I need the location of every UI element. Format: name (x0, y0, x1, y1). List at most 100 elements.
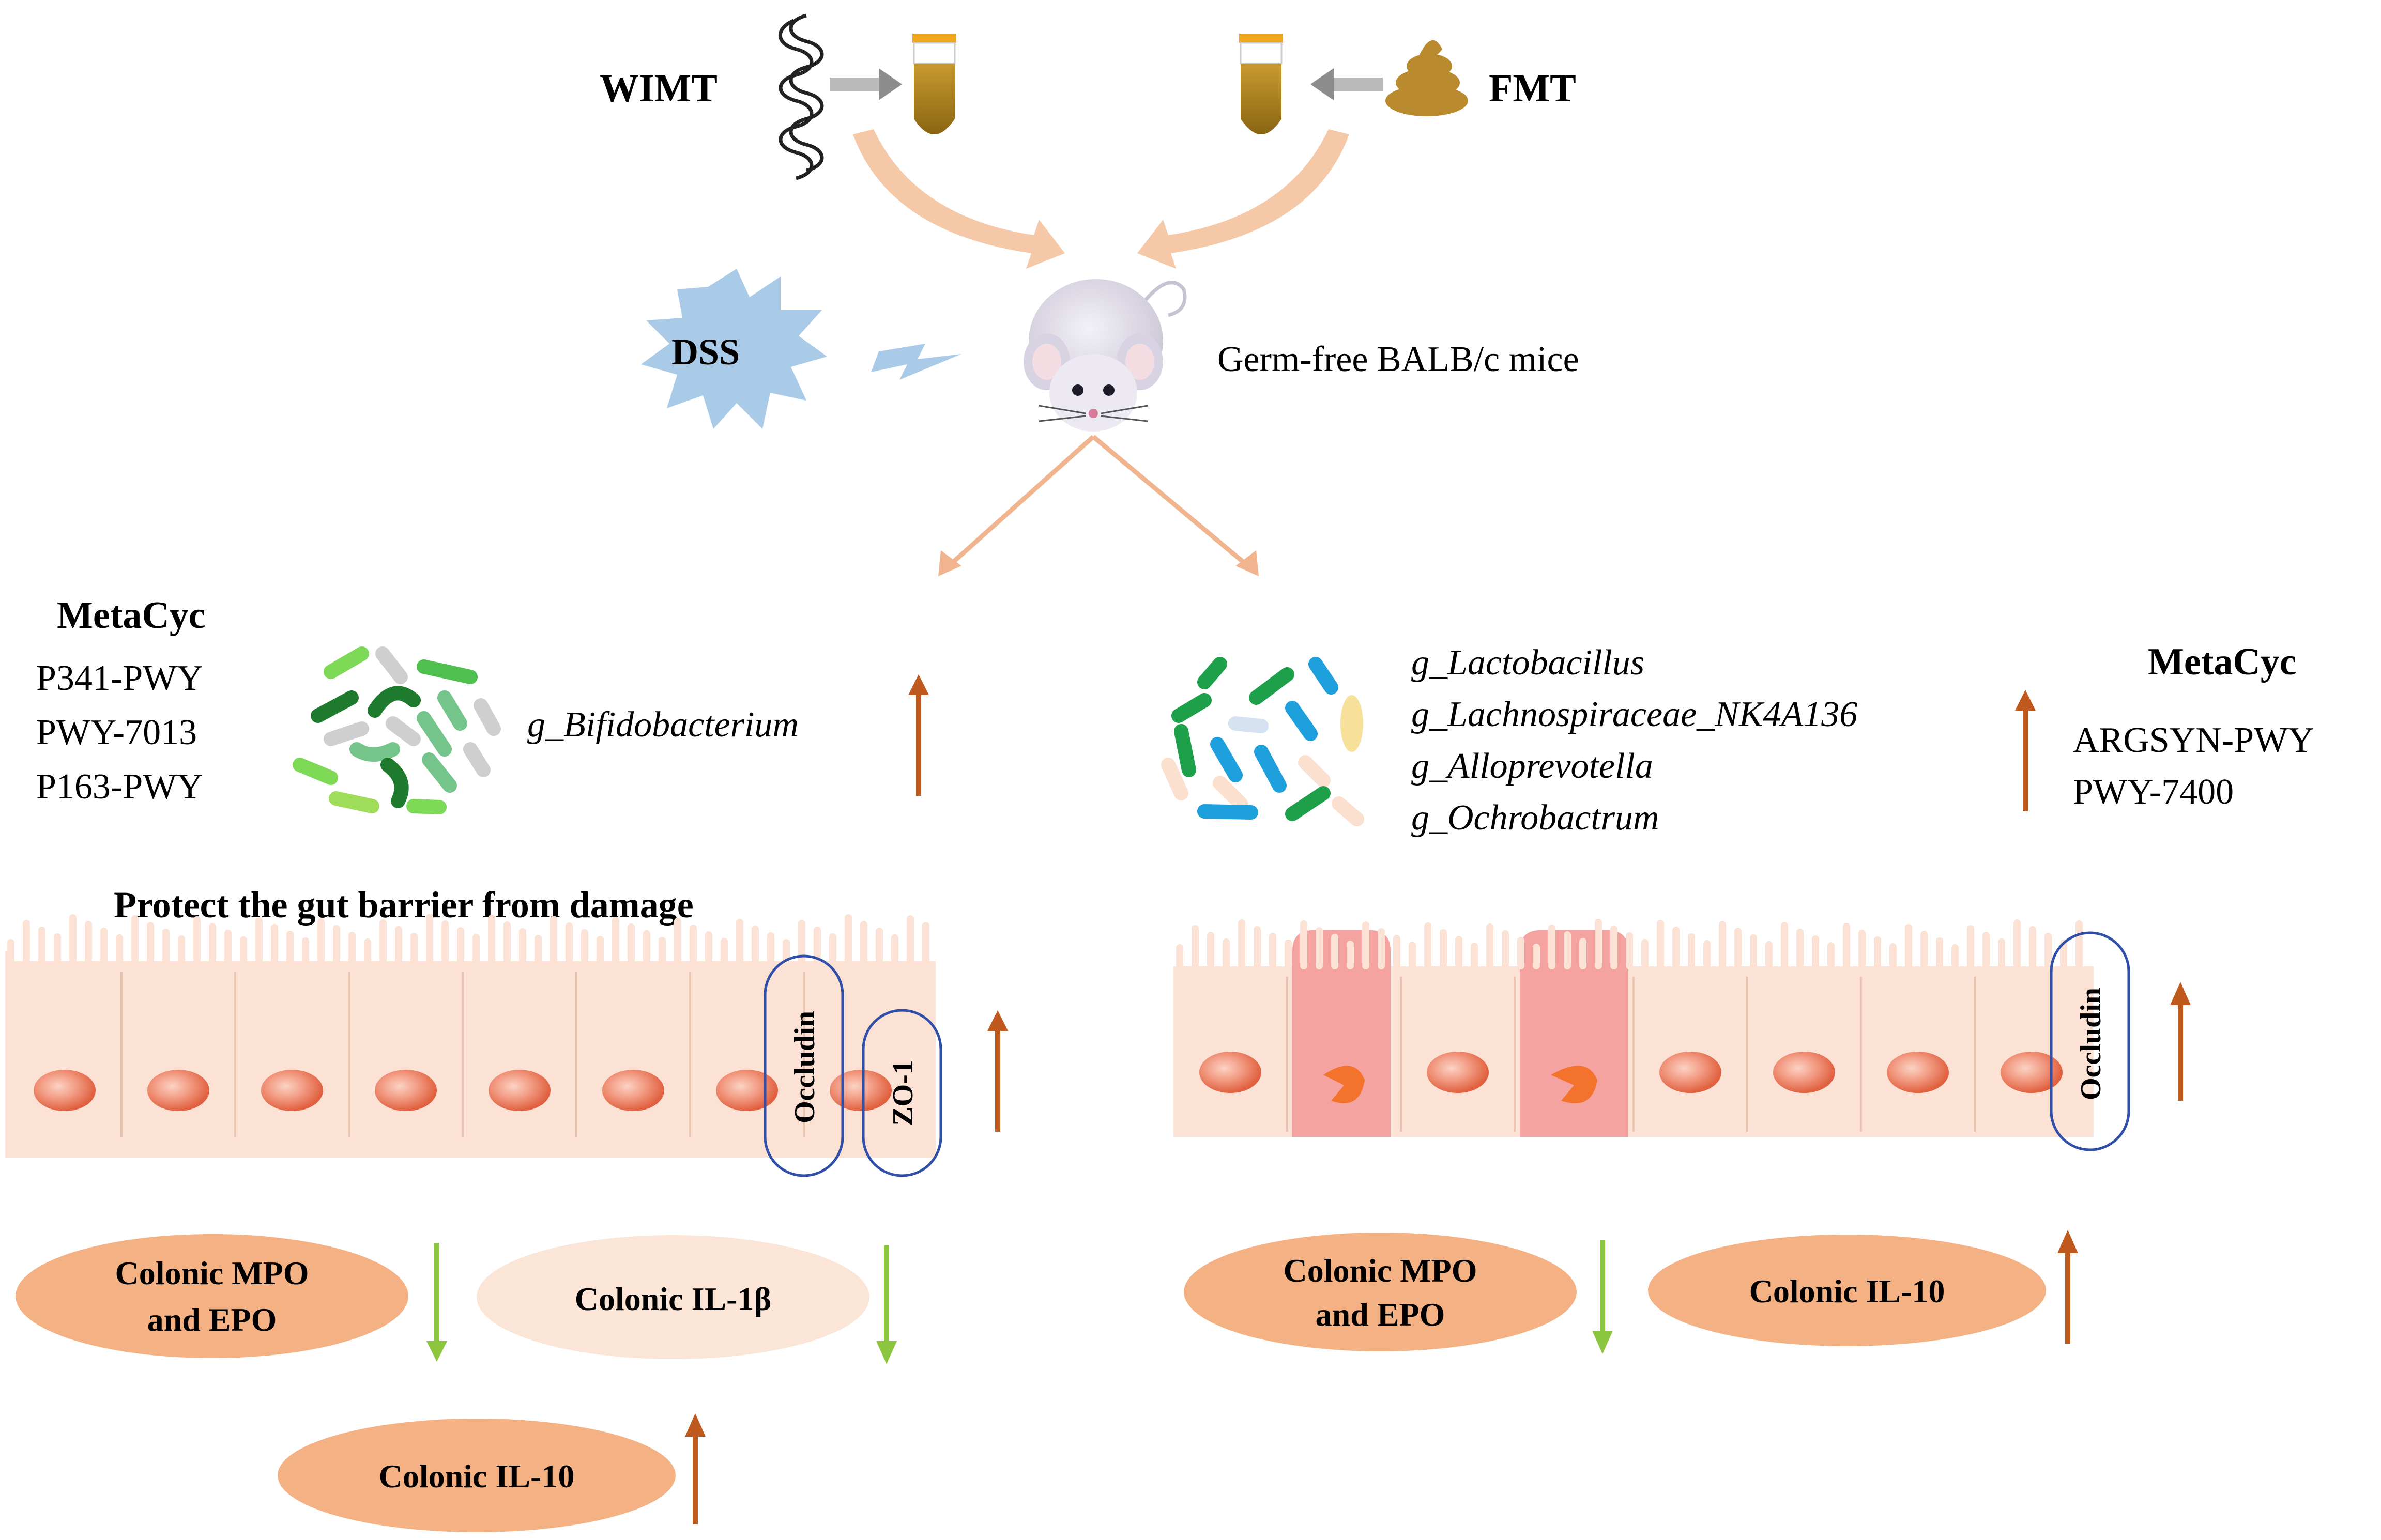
decrease-arrow (876, 1245, 897, 1364)
microvillus (659, 937, 666, 964)
microvillus (643, 930, 650, 964)
microvillus (1657, 920, 1664, 969)
increase-arrow (2057, 1230, 2078, 1344)
microvillus (1455, 936, 1462, 969)
microvillus (441, 920, 449, 964)
microvillus (1796, 929, 1804, 969)
microvillus (1765, 941, 1773, 969)
microvillus (783, 939, 790, 964)
microvillus (1548, 925, 1555, 969)
microvillus (1176, 944, 1183, 969)
microvillus (876, 928, 883, 964)
branch-arrowhead (938, 550, 961, 576)
microvillus (674, 918, 681, 964)
microvillus (271, 924, 278, 964)
microvillus (1905, 924, 1912, 969)
microvillus (1378, 928, 1385, 969)
microvillus (891, 934, 898, 964)
microvillus (752, 926, 759, 964)
microvillus (1781, 922, 1788, 969)
epithelium-left (5, 914, 936, 1158)
microvillus (23, 920, 30, 964)
bacteria-cluster-icon (1161, 657, 1364, 826)
genus-right-2: g_Lachnospiraceae_NK4A136 (1411, 695, 1857, 734)
microvillus (860, 921, 867, 964)
microvillus (1610, 926, 1617, 969)
microvillus (1920, 931, 1928, 969)
microvillus (69, 914, 77, 964)
microvillus (1316, 927, 1323, 969)
marker-il10-left-label: Colonic IL-10 (379, 1458, 575, 1495)
test-tube-icon (1239, 34, 1283, 134)
microvillus (612, 917, 619, 964)
microvillus (1641, 939, 1649, 969)
microvillus (2060, 940, 2067, 969)
goblet-cell (1520, 930, 1628, 1137)
microvillus (705, 931, 712, 964)
zo1-junction-left: ZO-1 (862, 1009, 942, 1177)
microvillus (395, 926, 402, 964)
microvillus (255, 917, 263, 964)
microvillus (1393, 935, 1400, 969)
pathway-right-2: PWY-7400 (2073, 772, 2234, 812)
lightning-icon (871, 344, 961, 380)
microvillus (1564, 931, 1571, 969)
microvillus (348, 932, 356, 964)
microvillus (2044, 933, 2052, 969)
microvillus (1579, 938, 1586, 969)
pathway-right-1: ARGSYN-PWY (2073, 720, 2314, 760)
increase-arrow (685, 1413, 706, 1524)
microvillus (379, 919, 387, 964)
microvillus (1936, 937, 1943, 969)
microvillus (488, 915, 495, 964)
genus-right-1: g_Lactobacillus (1411, 643, 1644, 683)
metacyc-title-right: MetaCyc (2148, 641, 2297, 683)
marker-mpo-epo-right (1184, 1233, 1577, 1351)
microvillus (410, 933, 418, 964)
stool-icon (1385, 40, 1468, 116)
microvillus (1812, 935, 1819, 969)
microvillus (628, 923, 635, 964)
microvillus (550, 916, 557, 964)
microvillus (814, 927, 821, 964)
microvillus (1238, 919, 1245, 969)
branch-arrowhead (1235, 550, 1259, 576)
microvillus (100, 928, 108, 964)
microvillus (503, 921, 511, 964)
microvillus (193, 916, 201, 964)
dss-star-icon (641, 269, 827, 429)
microvillus (286, 931, 294, 964)
microvillus (1533, 944, 1540, 969)
microvillus (2075, 920, 2083, 969)
microvillus (240, 936, 247, 964)
microvillus (426, 914, 433, 964)
genus-right-4: g_Ochrobactrum (1411, 798, 1659, 838)
microvillus (1626, 932, 1633, 969)
microvillus (1440, 929, 1447, 969)
microvillus (224, 930, 232, 964)
increase-arrow (987, 1010, 1008, 1132)
microvillus (1874, 936, 1881, 969)
mice-label: Germ-free BALB/c mice (1217, 340, 1579, 379)
marker-il10-right (1648, 1235, 2046, 1346)
microvillus (147, 922, 154, 964)
microvillus (1192, 925, 1199, 969)
genus-right-3: g_Alloprevotella (1411, 746, 1653, 786)
barrier-title: Protect the gut barrier from damage (114, 884, 694, 926)
occludin-junction-right: Occludin (2050, 931, 2130, 1151)
bacteria-cluster-icon (293, 646, 501, 814)
marker-il10-right-label: Colonic IL-10 (1749, 1273, 1945, 1310)
microvillus (457, 927, 464, 964)
microvillus (1951, 944, 1959, 969)
microvillus (1409, 942, 1416, 969)
flow-arrow (853, 129, 1349, 269)
microvillus (736, 919, 743, 964)
occludin-label-left: Occludin (789, 1011, 821, 1123)
microvillus (302, 937, 309, 964)
microvillus (1750, 934, 1757, 969)
decrease-arrow (1592, 1240, 1613, 1354)
microvillus (1347, 941, 1354, 969)
microvillus (333, 925, 340, 964)
microvillus (1998, 938, 2005, 969)
